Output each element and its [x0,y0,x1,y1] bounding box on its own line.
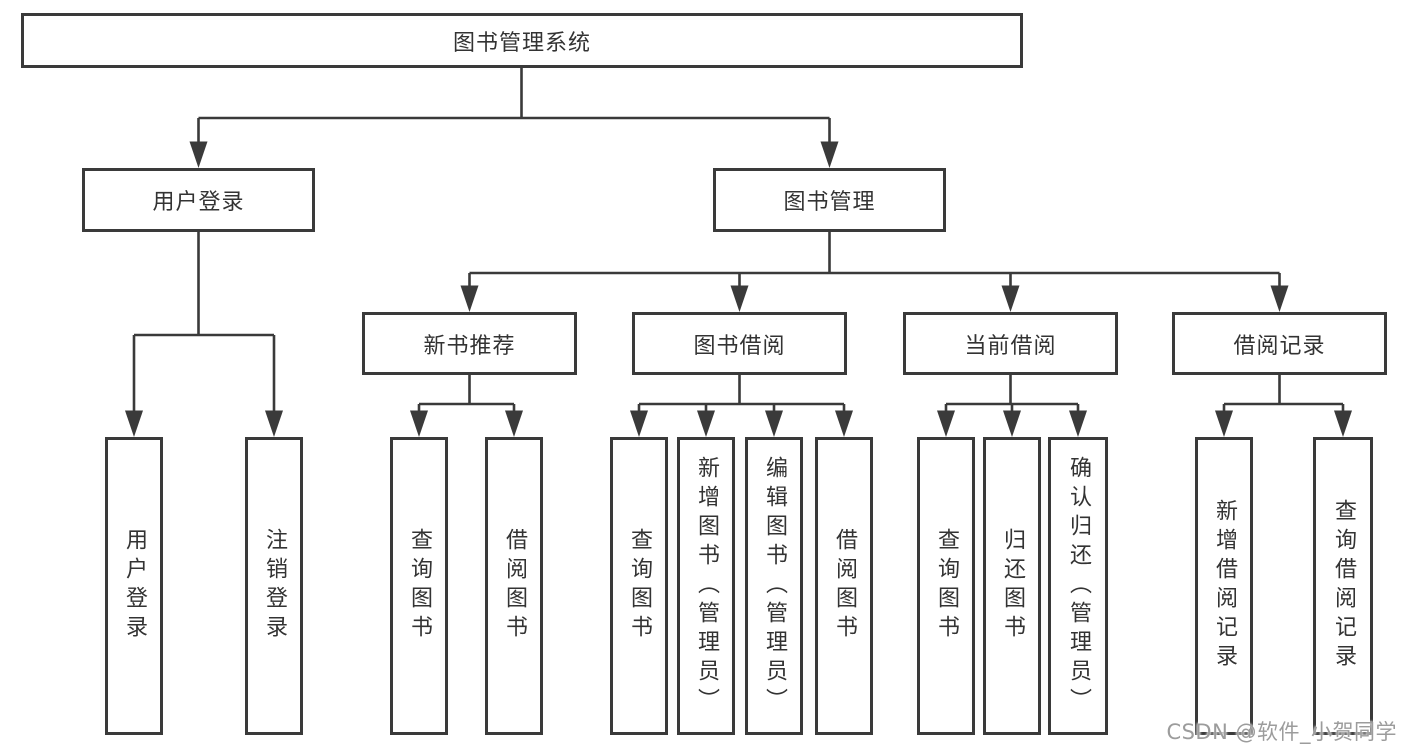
node-new-book-recommend-label: 新书推荐 [423,333,516,359]
connector-current-to-children [944,375,1080,413]
leaf-nb-query-book-label: 查询图书 [407,528,432,644]
arrowheads-level3 [460,285,1289,312]
leaf-cb-return-book: 归还图书 [983,437,1041,735]
leaf-logout-login-label: 注销登录 [262,528,287,644]
leaf-bb-query-book-label: 查询图书 [627,528,652,644]
node-book-mgmt: 图书管理 [713,168,946,232]
arrowheads-login-children [125,410,283,437]
leaf-bb-edit-book-admin-label: 编辑图书（管理员） [762,455,787,717]
connector-root-to-level2 [197,68,831,144]
node-book-borrow: 图书借阅 [632,312,847,375]
node-root: 图书管理系统 [21,13,1023,68]
arrowheads-newbook-children [410,410,523,437]
leaf-bb-add-book-admin: 新增图书（管理员） [677,437,735,735]
node-book-borrow-label: 图书借阅 [693,333,786,359]
node-root-label: 图书管理系统 [452,30,591,56]
connector-login-to-children [132,232,276,413]
leaf-bb-query-book: 查询图书 [610,437,668,735]
node-borrow-records: 借阅记录 [1172,312,1387,375]
node-current-borrow: 当前借阅 [903,312,1118,375]
node-new-book-recommend: 新书推荐 [362,312,577,375]
leaf-cb-confirm-return-admin-label: 确认归还（管理员） [1066,455,1091,717]
leaf-cb-query-book: 查询图书 [917,437,975,735]
leaf-nb-borrow-book: 借阅图书 [485,437,543,735]
arrowheads-records-children [1215,410,1352,437]
connector-records-to-children [1222,375,1345,413]
node-user-login-label: 用户登录 [152,190,245,215]
leaf-br-query-record: 查询借阅记录 [1313,437,1373,735]
leaf-bb-add-book-admin-label: 新增图书（管理员） [694,455,719,717]
node-user-login: 用户登录 [82,168,315,232]
connector-borrow-to-children [637,375,846,413]
arrowheads-borrow-children [630,410,853,437]
leaf-cb-query-book-label: 查询图书 [934,528,959,644]
leaf-br-add-record: 新增借阅记录 [1195,437,1253,735]
node-borrow-records-label: 借阅记录 [1233,333,1326,359]
connector-newbook-to-children [417,375,516,413]
connector-mgmt-to-level3 [468,232,1281,288]
leaf-bb-borrow-book: 借阅图书 [815,437,873,735]
leaf-bb-edit-book-admin: 编辑图书（管理员） [745,437,803,735]
leaf-br-query-record-label: 查询借阅记录 [1331,499,1356,673]
arrowheads-level2 [189,141,839,168]
leaf-cb-confirm-return-admin: 确认归还（管理员） [1048,437,1108,735]
node-current-borrow-label: 当前借阅 [964,333,1057,359]
leaf-user-login-label: 用户登录 [122,528,147,644]
leaf-nb-borrow-book-label: 借阅图书 [502,528,527,644]
leaf-br-add-record-label: 新增借阅记录 [1212,499,1237,673]
leaf-logout-login: 注销登录 [245,437,303,735]
leaf-cb-return-book-label: 归还图书 [1000,528,1025,644]
arrowheads-current-children [937,410,1087,437]
leaf-nb-query-book: 查询图书 [390,437,448,735]
node-book-mgmt-label: 图书管理 [783,190,876,215]
leaf-user-login: 用户登录 [105,437,163,735]
csdn-watermark: CSDN @软件_小贺同学 [1166,720,1397,744]
leaf-bb-borrow-book-label: 借阅图书 [832,528,857,644]
